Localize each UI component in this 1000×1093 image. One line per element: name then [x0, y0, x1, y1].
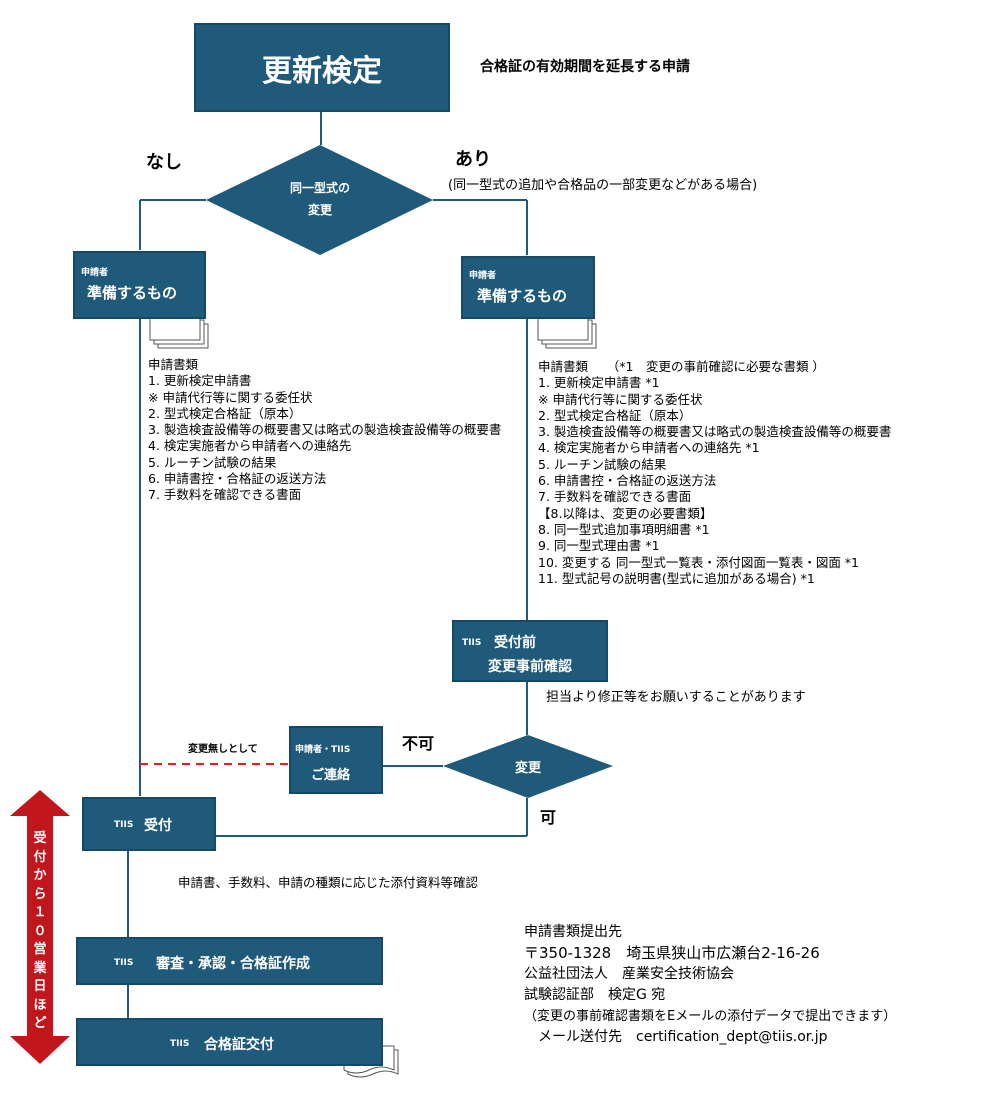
list-item: 申請書類 （*1 変更の事前確認に必要な書類 ）	[538, 359, 825, 374]
reception-tag: TIIS	[114, 820, 134, 830]
address-block: 申請書類提出先 〒350-1328 埼玉県狭山市広瀬台2-16-26 公益社団法…	[524, 922, 896, 1048]
contact-label: ご連絡	[311, 768, 351, 783]
preconfirm-box: TIIS 受付前 変更事前確認	[452, 620, 608, 682]
address-line: 公益社団法人 産業安全技術協会	[524, 966, 734, 982]
review-label: 審査・承認・合格証作成	[156, 956, 310, 972]
duration-char: 日	[33, 979, 47, 994]
delivery-label: 合格証交付	[204, 1037, 274, 1053]
list-item: 3. 製造検査設備等の概要書又は略式の製造検査設備等の概要書	[148, 422, 502, 438]
list-item: 5. ルーチン試験の結果	[538, 456, 667, 472]
right-prepare-tag: 申請者	[469, 271, 497, 281]
list-item: ※ 申請代行等に関する委任状	[538, 391, 703, 407]
list-item: 申請書類	[148, 357, 199, 372]
list-item: 2. 型式検定合格証（原本）	[148, 405, 302, 421]
list-item: 11. 型式記号の説明書(型式に追加がある場合) *1	[538, 570, 815, 586]
title-label: 更新検定	[262, 53, 382, 89]
decision1-label: 同一型式の 変更	[256, 177, 384, 221]
decision1-line2: 変更	[307, 203, 332, 217]
list-item: 7. 手数料を確認できる書面	[538, 489, 692, 505]
preconfirm-line1: 受付前	[494, 635, 536, 651]
left-prepare-box: 申請者 準備するもの	[73, 251, 206, 319]
address-line: 試験認証部 検定G 宛	[524, 987, 666, 1003]
list-item: 4. 検定実施者から申請者への連絡先 *1	[538, 440, 760, 456]
contact-tag: 申請者・TIIS	[295, 745, 351, 755]
review-box: TIIS 審査・承認・合格証作成	[76, 937, 383, 985]
branch-yes-label: あり	[455, 149, 491, 170]
list-item: 4. 検定実施者から申請者への連絡先	[148, 438, 352, 454]
address-line: 〒350-1328 埼玉県狭山市広瀬台2-16-26	[524, 944, 820, 962]
left-document-list: 申請書類 1. 更新検定申請書 ※ 申請代行等に関する委任状 2. 型式検定合格…	[148, 357, 501, 504]
decision2-ng-label: 不可	[402, 734, 435, 753]
list-item: 1. 更新検定申請書 *1	[538, 375, 660, 391]
preconfirm-line2: 変更事前確認	[488, 659, 572, 675]
contact-box: 申請者・TIIS ご連絡	[289, 726, 383, 794]
title-description: 合格証の有効期間を延長する申請	[480, 59, 690, 75]
list-item: 10. 変更する 同一型式一覧表・添付図面一覧表・図面 *1	[538, 554, 860, 570]
list-item: 9. 同一型式理由書 *1	[538, 538, 660, 554]
duration-char: ほ	[33, 997, 47, 1013]
list-item: 5. ルーチン試験の結果	[148, 454, 277, 470]
doc-icon-right	[537, 315, 597, 349]
duration-char: ら	[33, 886, 47, 902]
address-line: （変更の事前確認書類をEメールの添付データで提出できます）	[524, 1009, 897, 1024]
decision1-line1: 同一型式の	[289, 181, 350, 195]
decision2-label: 変更	[514, 761, 541, 776]
duration-char: 付	[33, 849, 47, 865]
duration-char: ど	[33, 1016, 47, 1031]
preconfirm-tag: TIIS	[462, 638, 482, 648]
doc-icon-left	[149, 315, 209, 349]
duration-double-arrow	[10, 790, 70, 1064]
left-prepare-label: 準備するもの	[87, 284, 178, 302]
reception-label: 受付	[144, 818, 172, 834]
delivery-tag: TIIS	[170, 1039, 190, 1049]
decision2-ok-label: 可	[540, 808, 557, 827]
decision1-diamond	[206, 145, 433, 255]
duration-char: 受	[33, 831, 47, 846]
duration-char: か	[33, 868, 47, 883]
address-line: 申請書類提出先	[524, 924, 622, 940]
list-item: 8. 同一型式追加事項明細書 *1	[538, 521, 710, 537]
right-prepare-box: 申請者 準備するもの	[461, 256, 595, 319]
duration-char: 営	[33, 942, 47, 957]
duration-label: 受 付 か ら １ ０ 営 業 日 ほ ど	[30, 830, 50, 1034]
review-tag: TIIS	[114, 958, 134, 968]
branch-no-label: なし	[146, 152, 182, 173]
reception-note: 申請書、手数料、申請の種類に応じた添付資料等確認	[178, 875, 479, 890]
list-item: 7. 手数料を確認できる書面	[148, 487, 302, 503]
right-prepare-label: 準備するもの	[477, 287, 568, 305]
title-box: 更新検定	[194, 23, 450, 112]
list-item: 6. 申請書控・合格証の返送方法	[148, 471, 327, 487]
list-item: 【8.以降は、変更の必要書類】	[538, 505, 713, 521]
duration-char: 業	[33, 960, 47, 976]
list-item: 6. 申請書控・合格証の返送方法	[538, 473, 717, 489]
branch-yes-note: (同一型式の追加や合格品の一部変更などがある場合)	[448, 178, 758, 193]
delivery-box: TIIS 合格証交付	[76, 1018, 383, 1066]
duration-char: ０	[33, 923, 47, 939]
list-item: 3. 製造検査設備等の概要書又は略式の製造検査設備等の概要書	[538, 424, 892, 440]
right-document-list: 申請書類 （*1 変更の事前確認に必要な書類 ） 1. 更新検定申請書 *1 ※…	[538, 359, 891, 587]
left-prepare-tag: 申請者	[81, 268, 109, 278]
list-item: ※ 申請代行等に関する委任状	[148, 389, 313, 405]
list-item: 2. 型式検定合格証（原本）	[538, 407, 692, 423]
preconfirm-note: 担当より修正等をお願いすることがあります	[546, 690, 806, 705]
contact-note: 変更無しとして	[188, 744, 258, 755]
decision2-diamond	[443, 735, 613, 798]
reception-box: TIIS 受付	[82, 797, 216, 851]
list-item: 1. 更新検定申請書	[148, 373, 252, 389]
duration-char: １	[33, 905, 47, 920]
address-email[interactable]: メール送付先 certification_dept@tiis.or.jp	[524, 1029, 828, 1045]
